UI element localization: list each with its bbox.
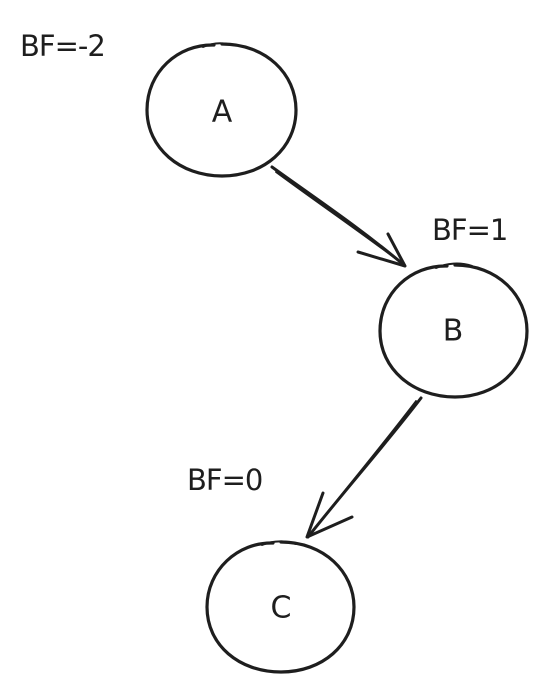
balance-factor-label-b: BF=1 [432, 213, 507, 247]
balance-factor-label-c: BF=0 [187, 463, 262, 497]
node-c: C [205, 540, 356, 674]
balance-factor-label-a: BF=-2 [20, 29, 105, 63]
node-a-label: A [212, 95, 233, 130]
node-b-label: B [443, 314, 464, 349]
edge-a-to-b-arrowhead [356, 232, 407, 268]
node-a: A [145, 42, 298, 178]
edge-b-to-c-arrowhead [305, 491, 354, 539]
node-b: B [378, 262, 529, 399]
edge-b-to-c [305, 396, 423, 539]
edge-a-to-b [270, 165, 407, 268]
node-c-label: C [271, 591, 292, 626]
